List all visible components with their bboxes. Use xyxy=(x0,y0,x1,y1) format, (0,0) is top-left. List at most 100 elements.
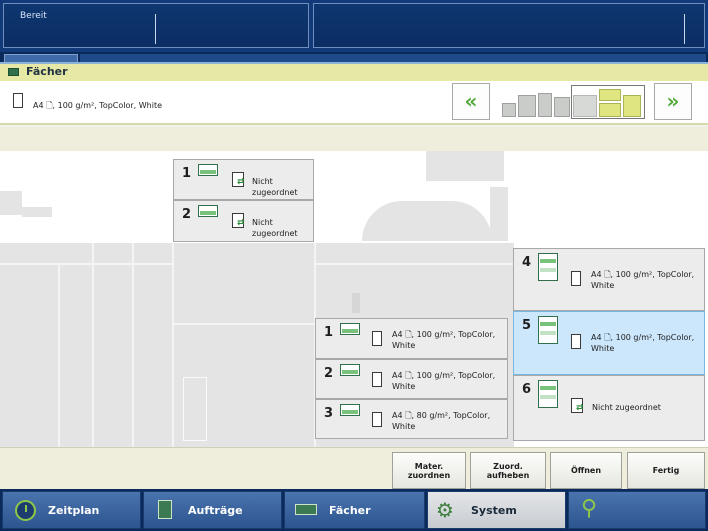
printer-module xyxy=(573,95,597,117)
printer-module-highlighted xyxy=(599,103,621,117)
ghost-shape xyxy=(0,191,22,215)
trays-panel: Fächer A4 🗋, 100 g/m², TopColor, White «… xyxy=(0,62,708,491)
panel-title-bar: Fächer xyxy=(0,64,708,81)
previous-printer-button[interactable]: « xyxy=(452,83,490,120)
tab-system[interactable]: ⚙ System xyxy=(427,491,566,529)
tray-status: Nicht zugeordnet xyxy=(592,403,661,412)
sheet-icon xyxy=(372,331,382,346)
message-panel[interactable] xyxy=(313,3,705,48)
status-panel[interactable]: Bereit xyxy=(3,3,309,48)
middle-tray-3[interactable]: 3 A4 🗋, 80 g/m², TopColor, White xyxy=(315,399,508,439)
printer-module xyxy=(518,95,536,117)
upper-tray-1[interactable]: 1 Nicht zugeordnet xyxy=(173,159,314,200)
tray-status: Nicht zugeordnet xyxy=(252,218,298,238)
ghost-line xyxy=(172,243,174,447)
tab-label: Zeitplan xyxy=(48,504,100,517)
sheet-icon xyxy=(372,412,382,427)
printer-overview[interactable] xyxy=(502,85,645,119)
ghost-shape xyxy=(362,201,492,241)
ghost-line xyxy=(92,243,94,447)
ghost-line xyxy=(0,263,172,265)
ghost-shape xyxy=(183,377,207,441)
tray-number: 2 xyxy=(182,207,192,222)
media-info-text: A4 🗋, 100 g/m², TopColor, White xyxy=(33,101,163,110)
status-divider xyxy=(155,14,156,44)
user-login-button[interactable]: ⚲ xyxy=(568,491,706,529)
ghost-line xyxy=(172,323,314,325)
printer-diagram: 1 Nicht zugeordnet 2 Nicht zugeordnet 1 … xyxy=(0,151,708,447)
tray-media: A4 🗋, 100 g/m², TopColor, White xyxy=(392,330,496,350)
printer-module-highlighted xyxy=(623,95,641,117)
tab-trays[interactable]: Fächer xyxy=(284,491,425,529)
ghost-line xyxy=(58,263,60,447)
status-divider xyxy=(684,14,685,44)
chevron-right-icon: » xyxy=(666,89,680,113)
middle-tray-2[interactable]: 2 A4 🗋, 100 g/m², TopColor, White xyxy=(315,359,508,399)
ghost-line xyxy=(132,243,134,447)
tray-number: 4 xyxy=(522,255,532,270)
panel-title: Fächer xyxy=(26,65,68,78)
right-tray-5[interactable]: 5 A4 🗋, 100 g/m², TopColor, White xyxy=(513,311,705,375)
header-stripe xyxy=(0,127,708,151)
tray-icon xyxy=(340,364,360,376)
middle-tray-1[interactable]: 1 A4 🗋, 100 g/m², TopColor, White xyxy=(315,318,508,359)
tray-icon xyxy=(340,404,360,416)
next-printer-button[interactable]: » xyxy=(654,83,692,120)
bottom-navigation: Zeitplan Aufträge Fächer ⚙ System ⚲ xyxy=(0,489,708,531)
high-capacity-tray-icon xyxy=(538,316,558,344)
tab-label: Fächer xyxy=(329,504,371,517)
tray-icon xyxy=(295,504,317,515)
tray-icon xyxy=(8,68,19,76)
status-bar: Bereit xyxy=(0,0,708,52)
tray-icon xyxy=(340,323,360,335)
right-tray-4[interactable]: 4 A4 🗋, 100 g/m², TopColor, White xyxy=(513,248,705,311)
upper-tray-2[interactable]: 2 Nicht zugeordnet xyxy=(173,200,314,242)
document-icon xyxy=(158,500,172,519)
done-button[interactable]: Fertig xyxy=(627,452,705,489)
tray-number: 1 xyxy=(182,166,192,181)
right-tray-6[interactable]: 6 Nicht zugeordnet xyxy=(513,375,705,441)
tray-media: A4 🗋, 100 g/m², TopColor, White xyxy=(591,333,695,353)
chevron-left-icon: « xyxy=(464,89,478,113)
gear-icon: ⚙ xyxy=(436,498,454,522)
sheet-icon xyxy=(571,271,581,286)
ghost-shape xyxy=(490,187,508,241)
tray-number: 6 xyxy=(522,382,532,397)
tray-number: 1 xyxy=(324,325,334,340)
ghost-shape xyxy=(352,293,360,313)
assign-material-button[interactable]: Mater. zuordnen xyxy=(392,452,466,489)
high-capacity-tray-icon xyxy=(538,253,558,281)
tray-media: A4 🗋, 100 g/m², TopColor, White xyxy=(392,371,496,391)
tab-stub xyxy=(80,54,706,62)
sheet-icon xyxy=(372,372,382,387)
ghost-line xyxy=(314,263,514,265)
tray-number: 3 xyxy=(324,406,334,421)
ghost-shape xyxy=(426,151,504,181)
tray-media: A4 🗋, 100 g/m², TopColor, White xyxy=(591,270,695,290)
open-button[interactable]: Öffnen xyxy=(550,452,622,489)
sheet-icon xyxy=(13,93,23,108)
clock-icon xyxy=(15,500,36,521)
printer-module xyxy=(554,97,570,117)
unassigned-icon xyxy=(232,213,245,228)
tray-status: Nicht zugeordnet xyxy=(252,177,298,197)
media-info-bar: A4 🗋, 100 g/m², TopColor, White « » xyxy=(0,81,708,125)
tab-label: Aufträge xyxy=(188,504,243,517)
tab-strip xyxy=(0,52,708,62)
tab-schedule[interactable]: Zeitplan xyxy=(2,491,141,529)
printer-view-window xyxy=(571,85,645,119)
printer-module-highlighted xyxy=(599,89,621,101)
high-capacity-tray-icon xyxy=(538,380,558,408)
tray-number: 2 xyxy=(324,366,334,381)
tab-label: System xyxy=(471,504,517,517)
tray-icon xyxy=(198,164,218,176)
tab-jobs[interactable]: Aufträge xyxy=(143,491,282,529)
printer-module xyxy=(538,93,552,117)
unassigned-icon xyxy=(571,398,584,413)
status-text: Bereit xyxy=(20,11,47,21)
unassigned-icon xyxy=(232,172,245,187)
tray-number: 5 xyxy=(522,318,532,333)
tray-media: A4 🗋, 80 g/m², TopColor, White xyxy=(392,411,491,431)
printer-module xyxy=(502,103,516,117)
unassign-button[interactable]: Zuord. aufheben xyxy=(470,452,546,489)
